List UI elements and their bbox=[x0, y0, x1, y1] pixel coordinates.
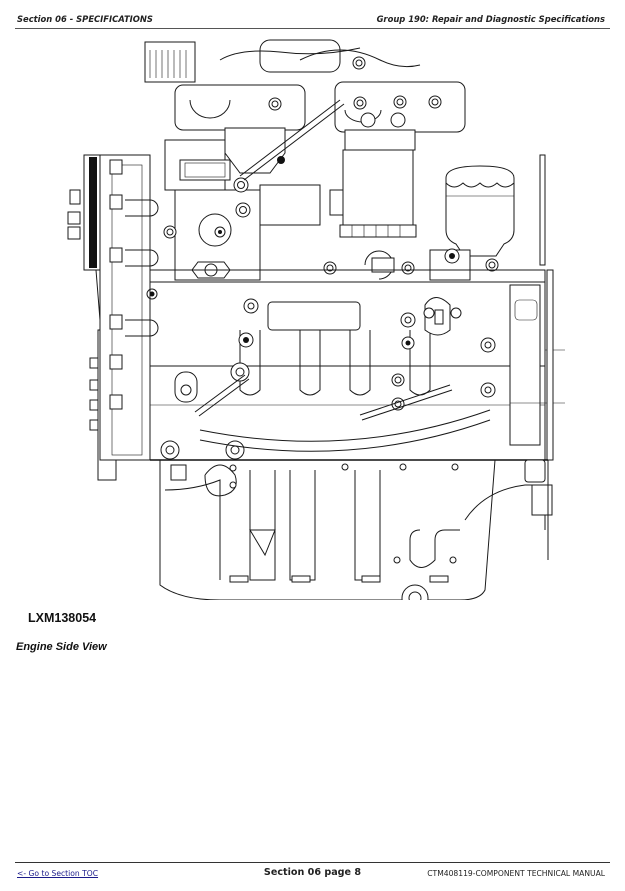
rocker-cover bbox=[144, 39, 466, 133]
manual-title: CTM408119-COMPONENT TECHNICAL MANUAL bbox=[427, 869, 605, 878]
figure-id: LXM138054 bbox=[28, 611, 97, 625]
fuel-injection-pump bbox=[163, 99, 371, 281]
engine-block bbox=[149, 269, 565, 461]
section-title: Section 06 - SPECIFICATIONS bbox=[17, 14, 153, 24]
go-to-section-toc-link[interactable]: <- Go to Section TOC bbox=[17, 869, 99, 878]
oil-filter bbox=[429, 154, 546, 281]
engine-side-view-illustration bbox=[67, 39, 565, 600]
header-divider bbox=[15, 28, 610, 29]
page-number: Section 06 page 8 bbox=[263, 867, 362, 878]
footer-divider bbox=[15, 862, 610, 863]
oil-pan bbox=[150, 459, 553, 600]
front-cover bbox=[99, 154, 159, 461]
group-title: Group 190: Repair and Diagnostic Specifi… bbox=[376, 14, 605, 24]
figure-caption: Engine Side View bbox=[16, 641, 107, 653]
